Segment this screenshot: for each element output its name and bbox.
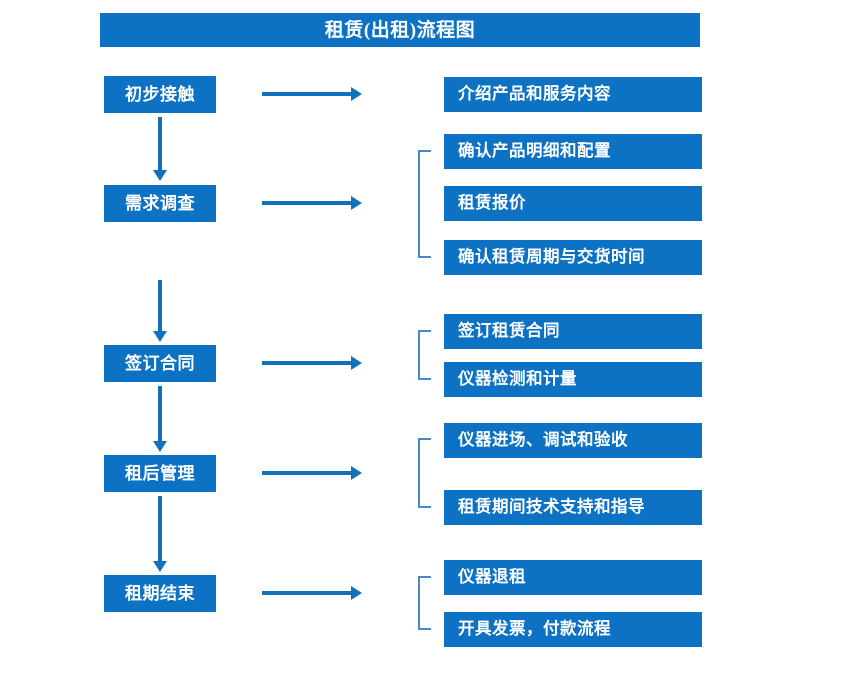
arrow-shaft bbox=[262, 471, 352, 475]
arrow-shaft bbox=[262, 201, 352, 205]
detail-box-6[interactable]: 仪器检测和计量 bbox=[444, 362, 702, 397]
stage-box-2[interactable]: 需求调查 bbox=[104, 185, 216, 222]
arrow-head-icon bbox=[351, 196, 362, 210]
vertical-arrow-3 bbox=[153, 386, 167, 452]
arrow-shaft bbox=[262, 591, 352, 595]
stage-box-5[interactable]: 租期结束 bbox=[104, 575, 216, 612]
stage-box-1[interactable]: 初步接触 bbox=[104, 76, 216, 113]
group-bracket-2 bbox=[418, 330, 431, 380]
detail-box-8[interactable]: 租赁期间技术支持和指导 bbox=[444, 490, 702, 525]
detail-box-3[interactable]: 租赁报价 bbox=[444, 186, 702, 221]
arrow-shaft bbox=[158, 496, 162, 561]
detail-box-9[interactable]: 仪器退租 bbox=[444, 560, 702, 595]
arrow-shaft bbox=[158, 117, 162, 170]
arrow-head-icon bbox=[153, 441, 167, 452]
detail-box-7[interactable]: 仪器进场、调试和验收 bbox=[444, 423, 702, 458]
vertical-arrow-4 bbox=[153, 496, 167, 572]
page-title: 租赁(出租)流程图 bbox=[100, 13, 700, 47]
arrow-head-icon bbox=[153, 331, 167, 342]
detail-box-5[interactable]: 签订租赁合同 bbox=[444, 314, 702, 349]
horizontal-arrow-3 bbox=[262, 356, 362, 370]
vertical-arrow-1 bbox=[153, 117, 167, 181]
arrow-head-icon bbox=[153, 170, 167, 181]
arrow-shaft bbox=[262, 361, 352, 365]
arrow-head-icon bbox=[351, 87, 362, 101]
horizontal-arrow-5 bbox=[262, 586, 362, 600]
arrow-shaft bbox=[158, 280, 162, 331]
arrow-head-icon bbox=[153, 561, 167, 572]
detail-box-4[interactable]: 确认租赁周期与交货时间 bbox=[444, 240, 702, 275]
stage-box-4[interactable]: 租后管理 bbox=[104, 455, 216, 492]
group-bracket-1 bbox=[418, 150, 431, 258]
horizontal-arrow-2 bbox=[262, 196, 362, 210]
stage-box-3[interactable]: 签订合同 bbox=[104, 345, 216, 382]
vertical-arrow-2 bbox=[153, 280, 167, 342]
group-bracket-4 bbox=[418, 576, 431, 630]
detail-box-2[interactable]: 确认产品明细和配置 bbox=[444, 134, 702, 169]
detail-box-1[interactable]: 介绍产品和服务内容 bbox=[444, 77, 702, 112]
group-bracket-3 bbox=[418, 438, 431, 508]
arrow-head-icon bbox=[351, 586, 362, 600]
arrow-shaft bbox=[262, 92, 352, 96]
arrow-shaft bbox=[158, 386, 162, 441]
detail-box-10[interactable]: 开具发票，付款流程 bbox=[444, 612, 702, 647]
horizontal-arrow-1 bbox=[262, 87, 362, 101]
arrow-head-icon bbox=[351, 356, 362, 370]
horizontal-arrow-4 bbox=[262, 466, 362, 480]
arrow-head-icon bbox=[351, 466, 362, 480]
